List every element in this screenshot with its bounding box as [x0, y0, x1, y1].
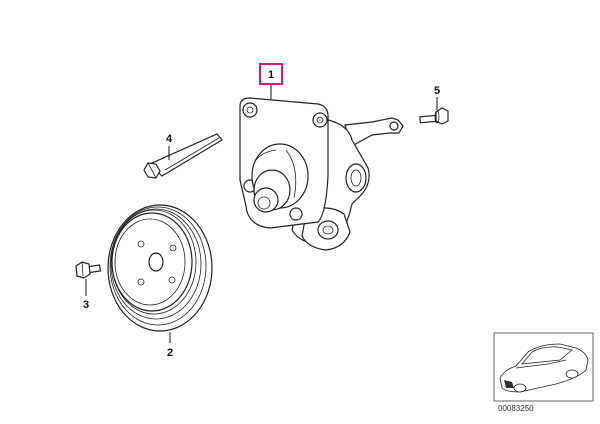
car-thumbnail-icon — [499, 343, 589, 393]
flange-bolt-icon[interactable] — [419, 107, 449, 125]
power-steering-pump-icon[interactable] — [239, 97, 404, 251]
hex-bolt-icon[interactable] — [75, 261, 102, 279]
diagram-code: 00083250 — [498, 404, 534, 413]
callout-1-highlight-box — [259, 63, 283, 85]
callout-1[interactable]: 1 — [268, 69, 274, 81]
callout-2[interactable]: 2 — [167, 347, 173, 359]
callout-5[interactable]: 5 — [434, 85, 440, 97]
callout-4[interactable]: 4 — [166, 133, 173, 145]
long-bolt-icon[interactable] — [143, 133, 223, 179]
car-thumbnail[interactable] — [493, 332, 594, 402]
pulley-icon[interactable] — [107, 204, 213, 332]
callout-3[interactable]: 3 — [83, 299, 89, 311]
